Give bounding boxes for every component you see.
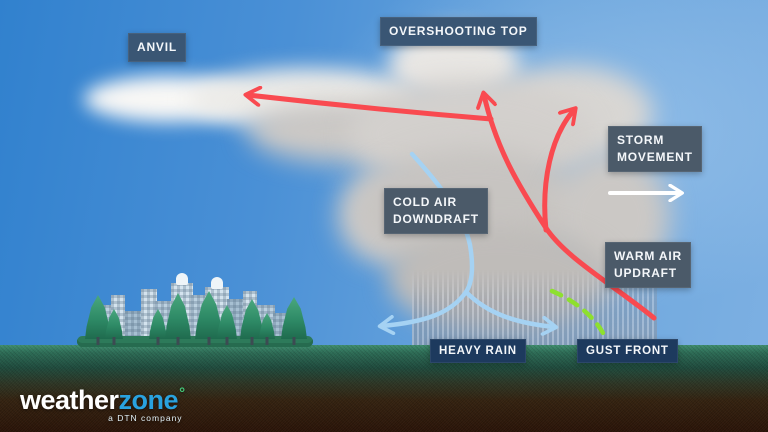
heavy-rain-label: HEAVY RAIN [430,339,526,363]
tree [217,305,237,345]
gust-front-label: GUST FRONT [577,339,678,363]
storm-movement-label: STORM MOVEMENT [608,126,702,172]
warm-air-line1: WARM AIR [614,249,682,263]
weatherzone-wordmark: weatherzone° [20,380,185,414]
storm-movement-line1: STORM [617,133,665,147]
cold-air-downdraft-label: COLD AIR DOWNDRAFT [384,188,488,234]
downdraft-right-arrow [463,289,554,327]
logo-zone-text: zone [118,385,179,415]
building-crown [211,277,223,289]
cold-air-line1: COLD AIR [393,195,457,209]
logo-weather-text: weather [20,385,119,415]
cold-air-downdraft-line [409,151,475,295]
gust-front-dashed-line [549,288,606,336]
downdraft-left-arrow [382,289,469,326]
gust-front-label-text: GUST FRONT [586,345,669,357]
anvil-label-text: ANVIL [137,40,177,54]
tree [281,297,307,345]
logo-degree-icon: ° [179,385,185,402]
warm-air-updraft-label: WARM AIR UPDRAFT [605,242,691,288]
storm-movement-line2: MOVEMENT [617,150,693,164]
cold-air-line2: DOWNDRAFT [393,212,479,226]
weatherzone-logo: weatherzone° a DTN company [20,380,185,423]
building-crown [176,273,188,285]
hedge-row [77,336,313,347]
heavy-rain-label-text: HEAVY RAIN [439,345,517,357]
tree [105,309,123,345]
city-skyline [77,270,313,347]
overshooting-top-label-text: OVERSHOOTING TOP [389,24,528,38]
overshooting-top-label: OVERSHOOTING TOP [380,17,537,46]
logo-tagline: a DTN company [108,413,183,423]
tree [165,293,191,345]
tree [149,309,167,345]
warm-air-line2: UPDRAFT [614,266,677,280]
tree [259,313,275,345]
anvil-outflow-arrow [248,95,494,122]
anvil-label: ANVIL [128,33,186,62]
updraft-right-branch-arrow [542,110,574,233]
